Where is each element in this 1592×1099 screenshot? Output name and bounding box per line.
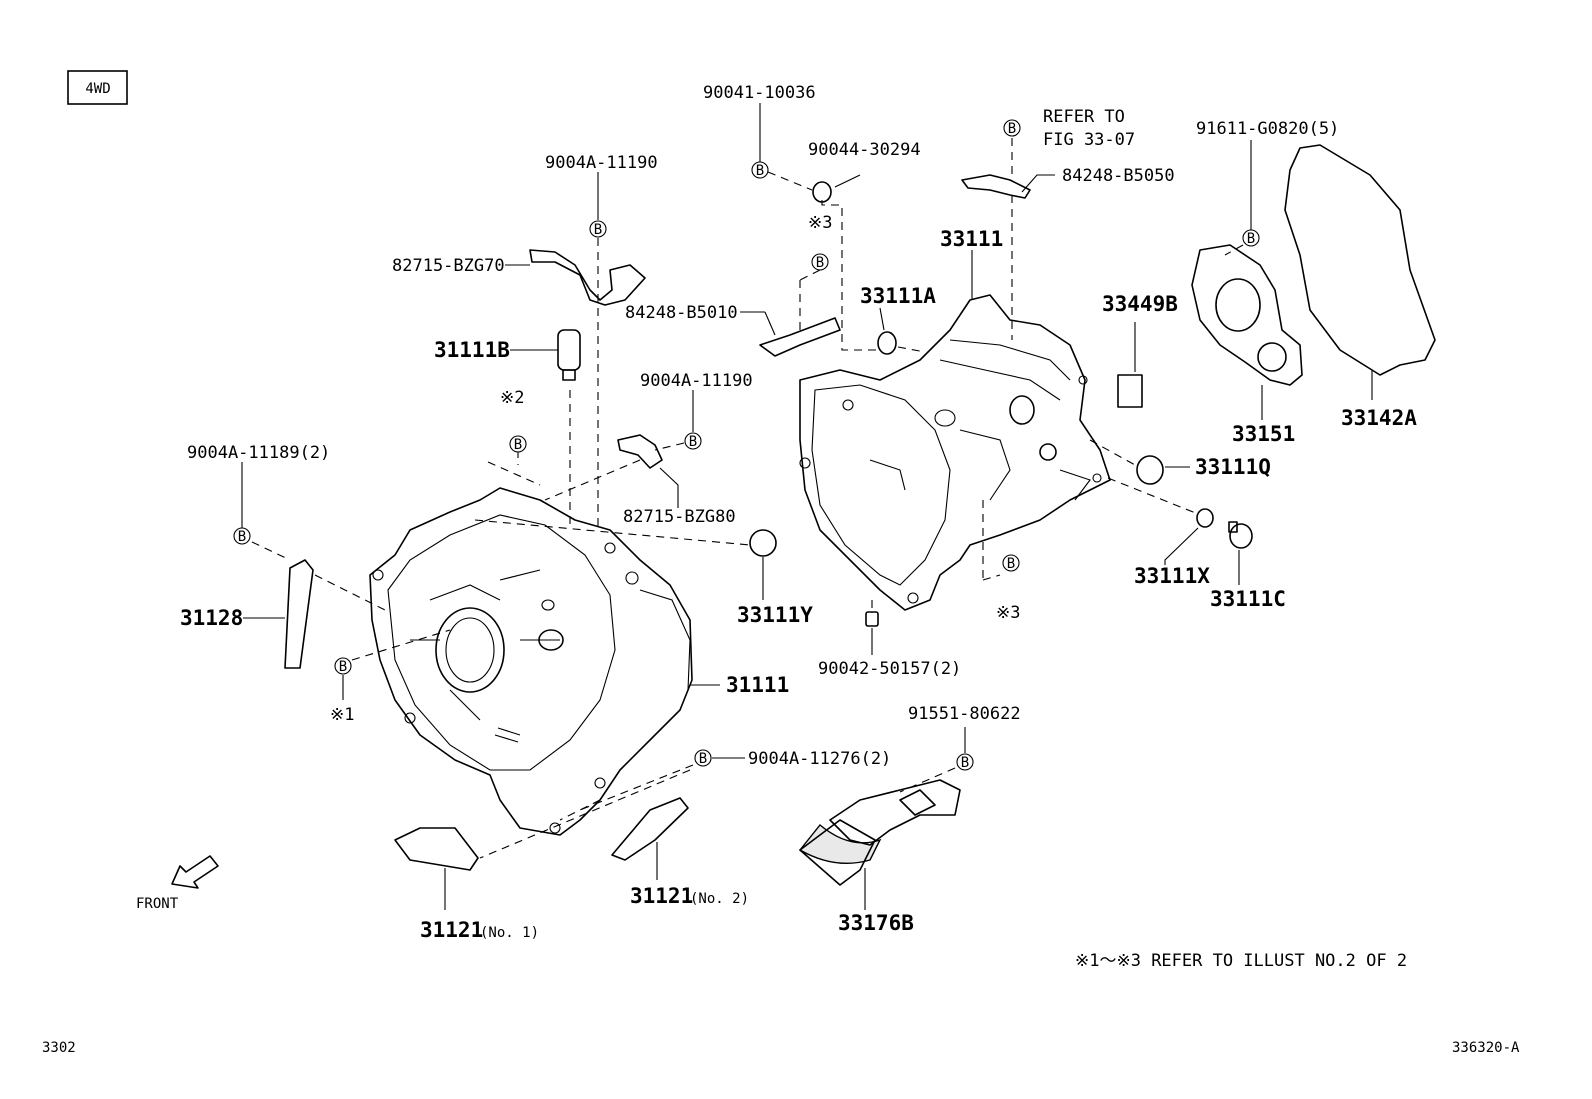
label-33111c: 33111C (1210, 587, 1286, 611)
label-31121-no2-sub: (No. 2) (690, 891, 749, 907)
label-33111-top: 33111 (940, 227, 1003, 251)
b-marker: B (684, 432, 702, 450)
gasket-33111x (1196, 508, 1214, 528)
bracket-84248-b5010 (759, 317, 841, 357)
label-33151: 33151 (1232, 422, 1295, 446)
label-9004a-11190-top: 9004A-11190 (545, 153, 658, 173)
svg-text:B: B (1247, 231, 1255, 247)
shift-fork-33176b (798, 779, 961, 886)
b-marker: B (751, 161, 769, 179)
label-84248-b5010: 84248-B5010 (625, 303, 738, 323)
label-82715-bzg80: 82715-BZG80 (623, 507, 736, 527)
svg-text:B: B (689, 434, 697, 450)
svg-text:B: B (699, 751, 707, 767)
svg-text:B: B (1007, 556, 1015, 572)
label-90044-30294: 90044-30294 (808, 140, 921, 160)
transmission-housing-31111 (369, 487, 693, 836)
b-marker: B (509, 435, 527, 453)
svg-text:B: B (961, 755, 969, 771)
label-refer-line1: REFER TO (1043, 107, 1125, 127)
page-ref-left: 3302 (42, 1040, 76, 1056)
part-33449b (1117, 374, 1143, 408)
label-9004a-11189: 9004A-11189(2) (187, 443, 330, 463)
label-31121-no2: 31121 (630, 884, 693, 908)
label-82715-bzg70: 82715-BZG70 (392, 256, 505, 276)
seal-90044-30294 (812, 181, 832, 203)
label-9004a-11276: 9004A-11276(2) (748, 749, 891, 769)
seal-33111q (1136, 455, 1164, 485)
b-marker: B (1003, 119, 1021, 137)
label-33111q: 33111Q (1195, 455, 1271, 479)
label-33111y: 33111Y (737, 603, 813, 627)
label-31128: 31128 (180, 606, 243, 630)
label-91611-g0820: 91611-G0820(5) (1196, 119, 1339, 139)
pin-90042-50157 (865, 611, 879, 627)
svg-text:B: B (514, 437, 522, 453)
label-31111: 31111 (726, 673, 789, 697)
drive-type-badge: 4WD (67, 70, 128, 105)
label-31121-no1: 31121 (420, 918, 483, 942)
cover-31121-no2 (611, 797, 689, 861)
bracket-82715-bzg70 (529, 249, 646, 306)
part-31128 (284, 559, 314, 669)
breather-31111b (557, 329, 581, 381)
leader-lines (241, 103, 1373, 910)
bearing-plate-33151 (1191, 244, 1303, 386)
seal-33111y (749, 529, 777, 557)
svg-text:B: B (238, 529, 246, 545)
bracket-84248-b5050 (961, 174, 1031, 199)
gasket-33142a (1284, 144, 1436, 376)
label-31121-no1-sub: (No. 1) (480, 925, 539, 941)
page-ref-right: 336320-A (1452, 1040, 1520, 1056)
front-label: FRONT (136, 896, 179, 912)
label-33176b: 33176B (838, 911, 914, 935)
ref-mark-3: ※3 (808, 213, 832, 233)
label-33111x: 33111X (1134, 564, 1210, 588)
b-marker: B (1242, 229, 1260, 247)
front-arrow-icon (171, 855, 219, 889)
cover-31121-no1 (394, 827, 479, 871)
label-33142a: 33142A (1341, 406, 1417, 430)
label-33111a: 33111A (860, 284, 936, 308)
footnote: ※1～※3 REFER TO ILLUST NO.2 OF 2 (1075, 951, 1407, 971)
b-marker: B (811, 253, 829, 271)
svg-text:B: B (816, 255, 824, 271)
ref-mark-2: ※2 (500, 388, 524, 408)
b-marker: B (589, 220, 607, 238)
label-91551-80622: 91551-80622 (908, 704, 1021, 724)
svg-text:B: B (339, 659, 347, 675)
b-marker: B (233, 527, 251, 545)
transmission-case-33111 (799, 294, 1111, 611)
svg-text:B: B (594, 222, 602, 238)
drive-type-badge-text: 4WD (85, 81, 110, 97)
label-31111b: 31111B (434, 338, 510, 362)
label-9004a-11190-mid: 9004A-11190 (640, 371, 753, 391)
label-refer-line2: FIG 33-07 (1043, 130, 1135, 150)
b-marker: B (956, 753, 974, 771)
b-marker: B (1002, 554, 1020, 572)
label-90042-50157: 90042-50157(2) (818, 659, 961, 679)
ref-mark-3: ※3 (996, 603, 1020, 623)
svg-text:B: B (1008, 121, 1016, 137)
label-84248-b5050: 84248-B5050 (1062, 166, 1175, 186)
bracket-82715-bzg80 (617, 434, 663, 469)
b-marker: B (694, 749, 712, 767)
label-33449b: 33449B (1102, 292, 1178, 316)
svg-text:B: B (756, 163, 764, 179)
seal-33111a (877, 331, 897, 355)
label-90041-10036: 90041-10036 (703, 83, 816, 103)
b-marker: B (334, 657, 352, 675)
ref-mark-1: ※1 (330, 705, 354, 725)
plug-33111c (1228, 521, 1253, 549)
